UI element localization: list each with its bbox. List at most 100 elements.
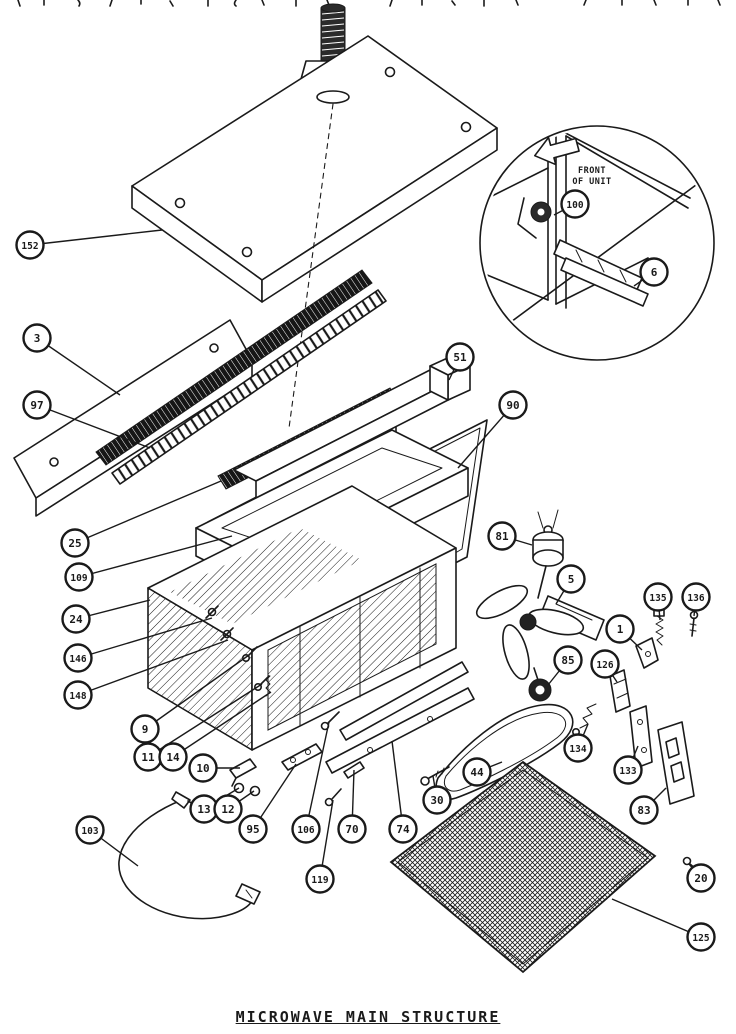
callout-number: 106 [297,825,314,836]
callout-70: 70 [337,769,367,844]
leader-line [144,654,250,730]
callout-circle [422,785,452,815]
callout-circle [388,814,418,844]
callout-10: 10 [188,753,240,783]
leader-line [391,740,404,830]
callout-number: 90 [506,399,519,412]
callout-106: 106 [291,721,330,844]
callout-circle [64,562,94,592]
callout-circle [681,582,711,612]
callout-24: 24 [61,599,151,634]
callout-number: 44 [470,766,484,779]
callout-circle [643,582,673,612]
top-chassis-rail [233,355,471,499]
detail-circle [479,125,715,361]
callout-circle [75,815,105,845]
base-panel [389,760,657,974]
callout-circle [305,864,335,894]
callout-number: 13 [197,803,210,816]
callout-number: 152 [21,241,38,252]
callout-circle [613,755,643,785]
callout-circle [188,753,218,783]
callout-number: 97 [30,399,43,412]
callout-number: 30 [430,794,443,807]
front-of-unit-arrow-icon [533,136,580,166]
callout-number: 146 [69,654,86,665]
callout-circle [560,189,590,219]
leader-line [77,617,213,659]
callout-number: 6 [651,266,658,279]
slide-rail-assembly [95,269,387,485]
callout-circle [15,230,45,260]
callout-100: 100 [553,189,590,219]
callout-20: 20 [686,863,716,893]
callout-74: 74 [388,740,418,844]
callout-number: 95 [246,823,259,836]
leader-line [29,229,163,246]
callout-90: 90 [457,390,528,469]
detail-content [483,129,701,331]
leader-line [77,639,229,696]
leader-line [36,404,151,449]
callout-circle [238,814,268,844]
callout-103: 103 [75,815,139,867]
callout-number: 10 [196,762,209,775]
callout-circle [686,922,716,952]
callout-85: 85 [547,645,583,686]
callout-circle [63,680,93,710]
callout-circle [291,814,321,844]
callout-circle [445,342,475,372]
callout-109: 109 [64,535,233,592]
leader-line [74,480,222,544]
callout-51: 51 [445,342,475,381]
callout-number: 12 [221,803,234,816]
callout-circle [61,604,91,634]
leader-line [611,898,702,938]
callout-14: 14 [158,691,272,772]
callout-148: 148 [63,639,229,710]
callout-number: 119 [311,875,328,886]
top-cover-panel [131,3,498,429]
callout-number: 70 [345,823,358,836]
callout-126: 126 [590,649,620,683]
callout-number: 20 [694,872,707,885]
callout-number: 85 [561,654,574,667]
callout-number: 51 [453,351,467,364]
callout-number: 126 [596,660,613,671]
callout-number: 14 [166,751,180,764]
callout-number: 103 [81,826,98,837]
callout-133: 133 [613,745,643,785]
callout-12: 12 [213,790,255,824]
callout-number: 25 [68,537,81,550]
callout-circle [639,257,669,287]
callout-number: 81 [495,530,509,543]
fan-motor-assembly [475,509,605,702]
leader-line [305,721,330,830]
front-of-unit-label-line2: OF UNIT [572,177,611,187]
callout-circle [462,757,492,787]
callout-25: 25 [60,480,222,558]
callout-6: 6 [633,257,669,287]
leader-line [36,337,121,396]
callout-circle [556,564,586,594]
diagram-title: MICROWAVE MAIN STRUCTURE [235,1008,501,1026]
callout-number: 100 [566,200,583,211]
callout-circle [60,528,90,558]
callout-30: 30 [422,775,452,815]
callout-number: 136 [687,593,704,604]
callout-number: 83 [637,804,650,817]
callout-circle [213,794,243,824]
callout-13: 13 [189,787,240,824]
callout-circle [22,390,52,420]
support-bars [325,661,475,786]
callout-152: 152 [15,229,163,260]
callout-5: 5 [555,564,586,605]
callout-circle [686,863,716,893]
callout-circle [487,521,517,551]
callout-circle [605,614,635,644]
callout-number: 3 [34,332,41,345]
callout-9: 9 [130,654,250,744]
detail-inset: FRONT OF UNIT [479,125,715,361]
